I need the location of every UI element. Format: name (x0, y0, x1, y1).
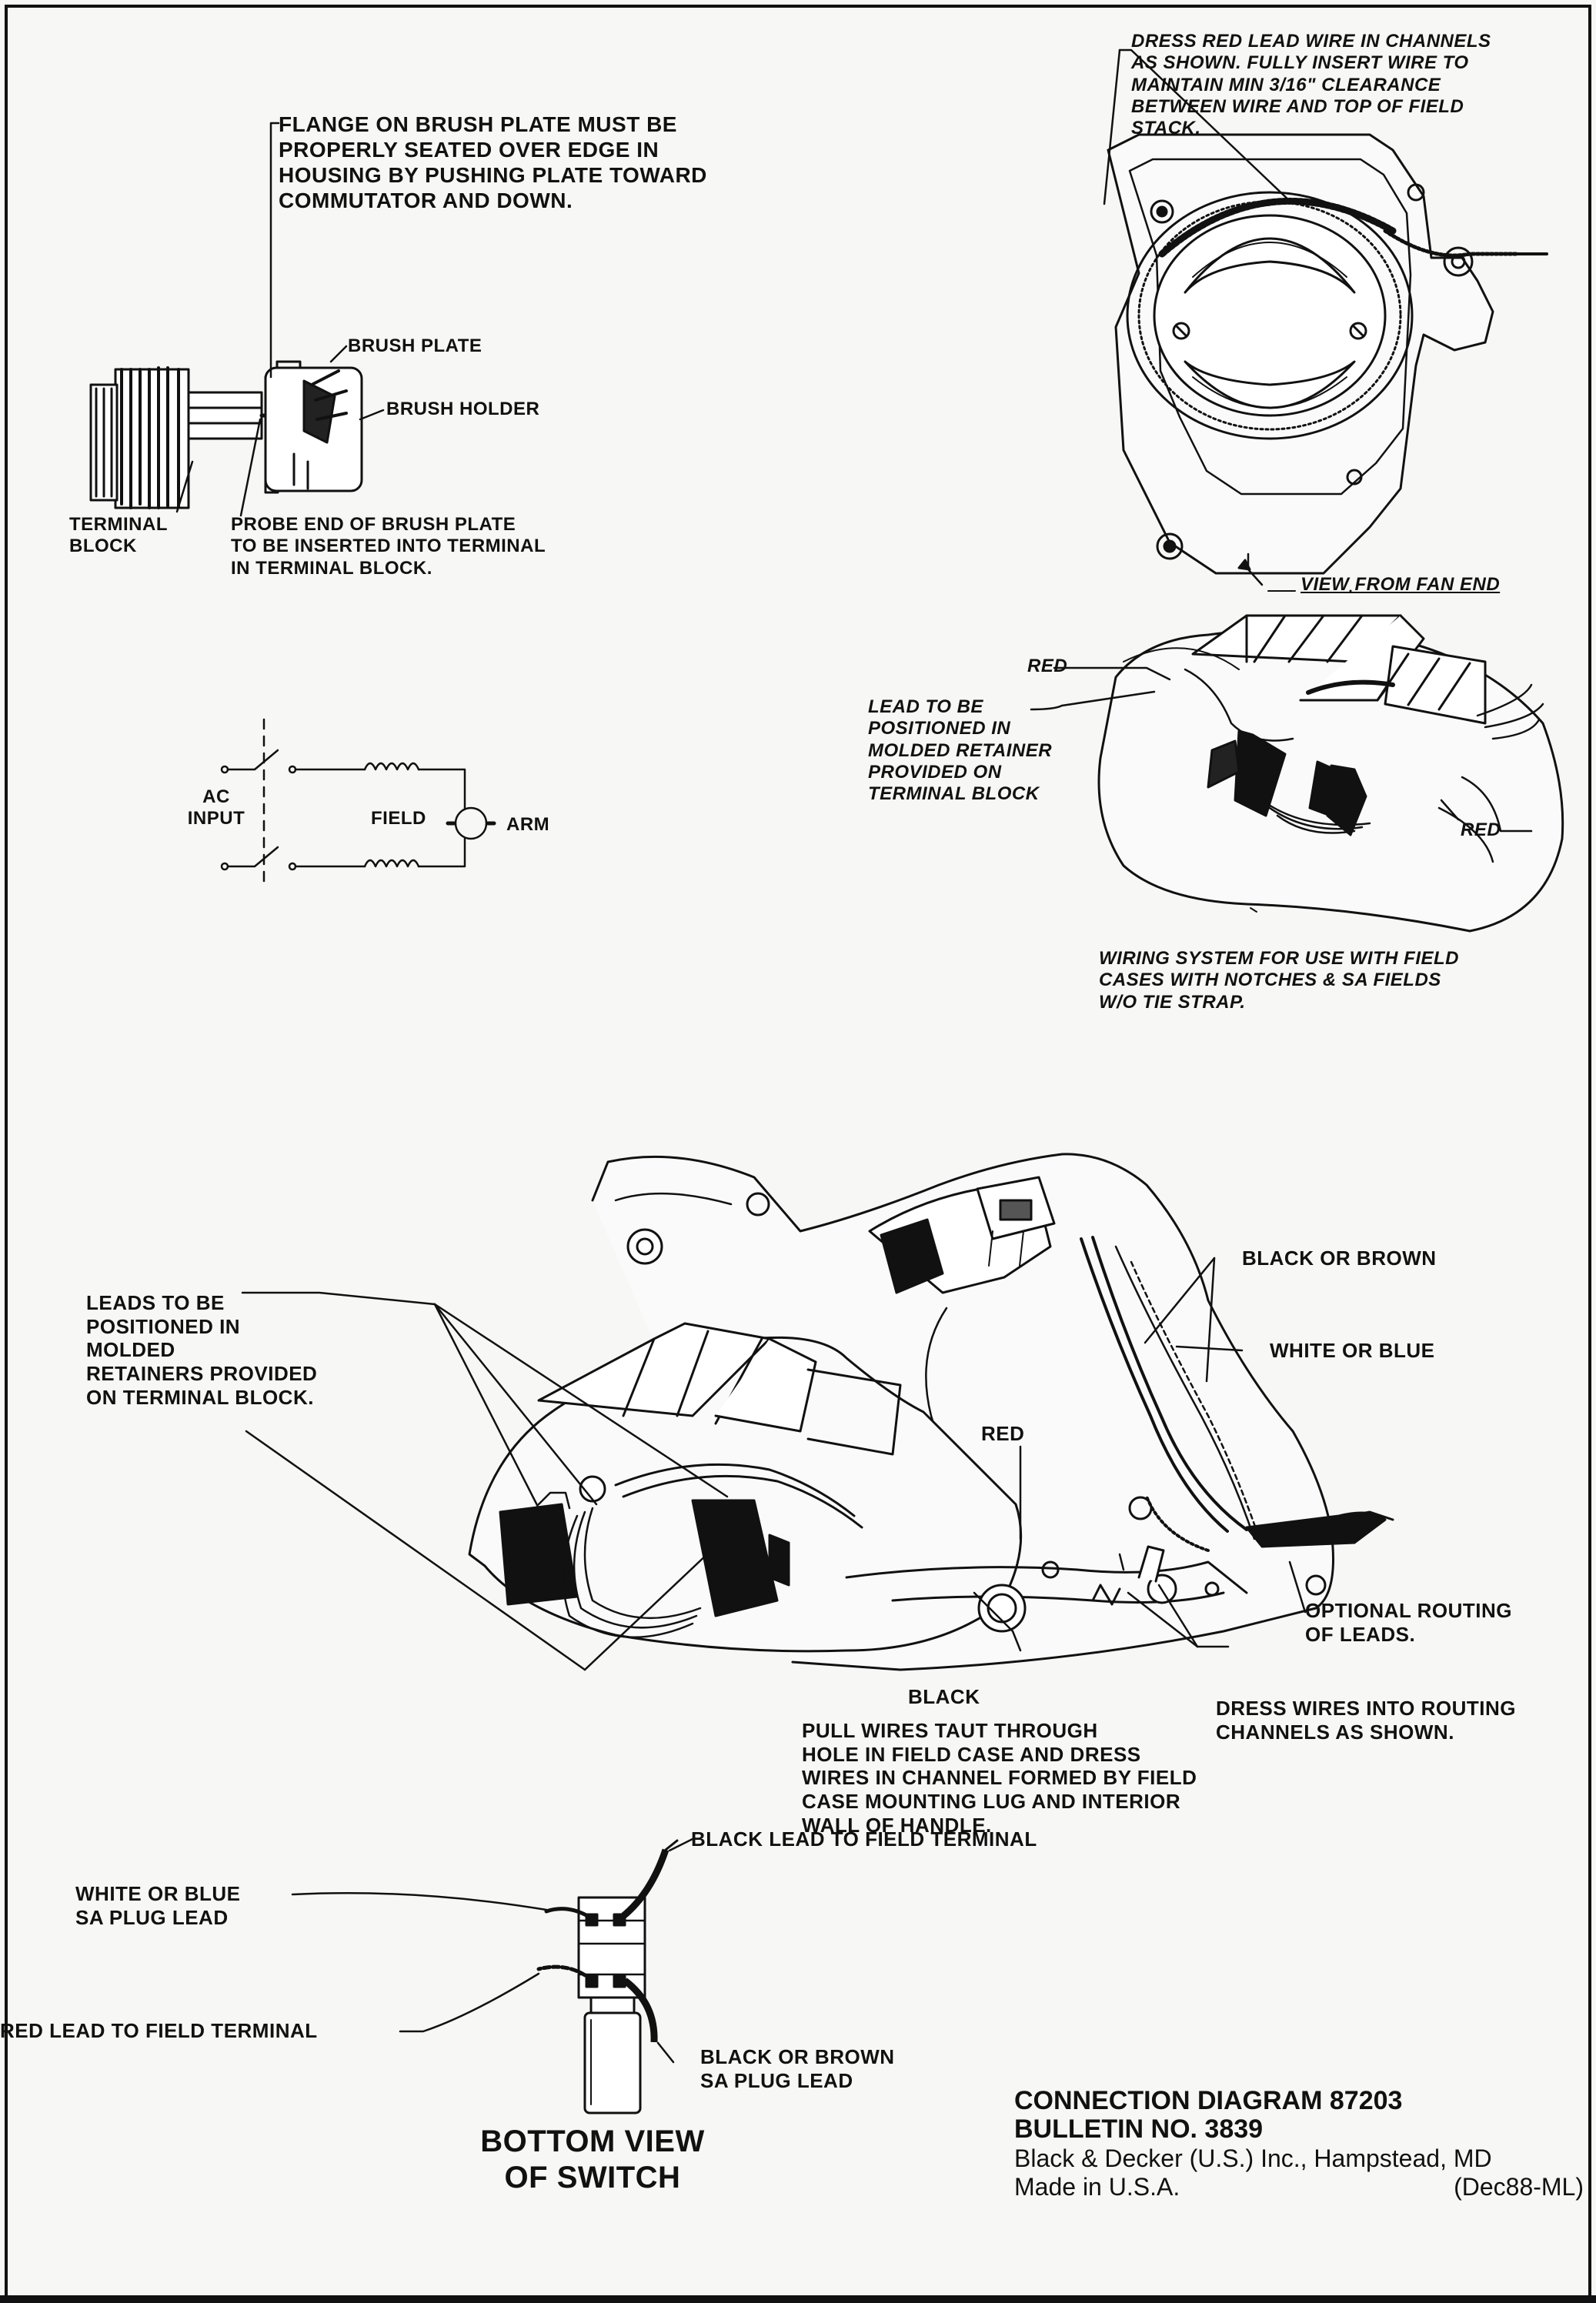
note-leads-positioned: LEADS TO BE POSITIONED IN MOLDED RETAINE… (86, 1291, 318, 1409)
label-red-lower: RED (1461, 819, 1501, 840)
brush-plate-assembly-drawing (89, 122, 385, 517)
note-dress-red-lead: DRESS RED LEAD WIRE IN CHANNELS AS SHOWN… (1131, 31, 1491, 139)
bulletin-date-code: (Dec88-ML) (1454, 2172, 1584, 2201)
bulletin-footer-row: Made in U.S.A. (Dec88-ML) (1014, 2173, 1584, 2201)
fan-end-view-drawing (1103, 48, 1548, 592)
label-ac-input: AC INPUT (187, 786, 245, 829)
caption-bottom-view-switch: BOTTOM VIEW OF SWITCH (480, 2124, 705, 2195)
note-lead-retainer: LEAD TO BE POSITIONED IN MOLDED RETAINER… (868, 696, 1053, 805)
note-optional-routing: OPTIONAL ROUTING OF LEADS. (1305, 1599, 1512, 1646)
label-terminal-block: TERMINAL BLOCK (69, 514, 168, 557)
label-red-main: RED (981, 1422, 1025, 1445)
handle-assembly-drawing (241, 1153, 1394, 1671)
note-probe-end: PROBE END OF BRUSH PLATE TO BE INSERTED … (231, 514, 546, 579)
label-brush-holder: BRUSH HOLDER (386, 399, 540, 419)
label-field: FIELD (371, 808, 426, 829)
note-dress-wires: DRESS WIRES INTO ROUTING CHANNELS AS SHO… (1216, 1697, 1516, 1744)
page-bottom-rule (0, 2295, 1596, 2303)
label-view-from-fan-end: VIEW FROM FAN END (1301, 574, 1501, 595)
bulletin-made-in: Made in U.S.A. (1014, 2172, 1180, 2201)
label-red-lead-field: RED LEAD TO FIELD TERMINAL (0, 2019, 318, 2042)
label-black-brown-sa: BLACK OR BROWN SA PLUG LEAD (700, 2045, 895, 2092)
label-red-upper: RED (1027, 656, 1068, 676)
wiring-system-drawing (1030, 614, 1564, 933)
label-white-or-blue: WHITE OR BLUE (1270, 1339, 1435, 1362)
bulletin-number: BULLETIN NO. 3839 (1014, 2114, 1264, 2144)
note-pull-wires: PULL WIRES TAUT THROUGH HOLE IN FIELD CA… (802, 1719, 1197, 1837)
bulletin-diagram-number: CONNECTION DIAGRAM 87203 (1014, 2086, 1403, 2115)
label-black-or-brown: BLACK OR BROWN (1242, 1247, 1437, 1270)
label-black-main: BLACK (908, 1685, 980, 1708)
label-brush-plate: BRUSH PLATE (348, 335, 482, 356)
label-white-blue-sa: WHITE OR BLUE SA PLUG LEAD (75, 1882, 241, 1929)
switch-bottom-view-drawing (291, 1837, 694, 2114)
note-wiring-system: WIRING SYSTEM FOR USE WITH FIELD CASES W… (1099, 948, 1459, 1013)
label-black-lead-field: BLACK LEAD TO FIELD TERMINAL (691, 1827, 1037, 1851)
circuit-schematic (220, 718, 496, 886)
bulletin-block: CONNECTION DIAGRAM 87203 BULLETIN NO. 38… (1014, 2086, 1584, 2201)
note-flange-seating: FLANGE ON BRUSH PLATE MUST BE PROPERLY S… (279, 112, 707, 213)
bulletin-company: Black & Decker (U.S.) Inc., Hampstead, M… (1014, 2144, 1492, 2172)
label-arm: ARM (506, 814, 550, 835)
